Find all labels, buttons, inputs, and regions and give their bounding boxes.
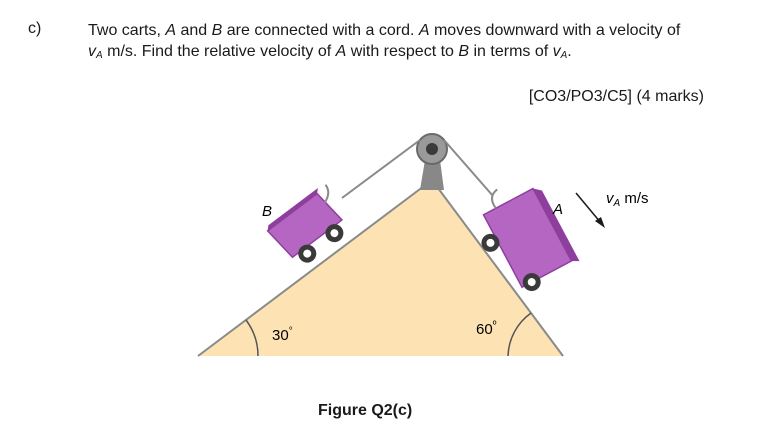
angle-label-60: 60º xyxy=(476,320,497,338)
label-a: A xyxy=(552,201,563,218)
pulley-hub xyxy=(426,143,438,155)
incline-left-edge xyxy=(197,179,433,357)
cart-b xyxy=(266,184,344,263)
incline-right-edge xyxy=(431,179,564,357)
cart-a xyxy=(481,187,580,292)
velocity-arrowhead xyxy=(595,217,605,228)
marks-allocation: [CO3/PO3/C5] (4 marks) xyxy=(528,88,704,105)
incline-wedge xyxy=(198,180,563,356)
figure-caption: Figure Q2(c) xyxy=(318,402,413,419)
cord-to-b xyxy=(341,139,421,199)
angle-arc-30 xyxy=(245,319,259,357)
angle-arc-60 xyxy=(507,312,532,357)
label-b: B xyxy=(262,203,272,220)
cord-to-a xyxy=(443,139,494,197)
question-label: c) xyxy=(28,20,42,37)
pulley-bracket xyxy=(420,160,444,190)
velocity-label: vA m/s xyxy=(606,190,649,209)
velocity-arrow xyxy=(575,192,602,224)
angle-label-30: 30° xyxy=(272,326,293,344)
question-text: Two carts, A and B are connected with a … xyxy=(88,22,681,61)
